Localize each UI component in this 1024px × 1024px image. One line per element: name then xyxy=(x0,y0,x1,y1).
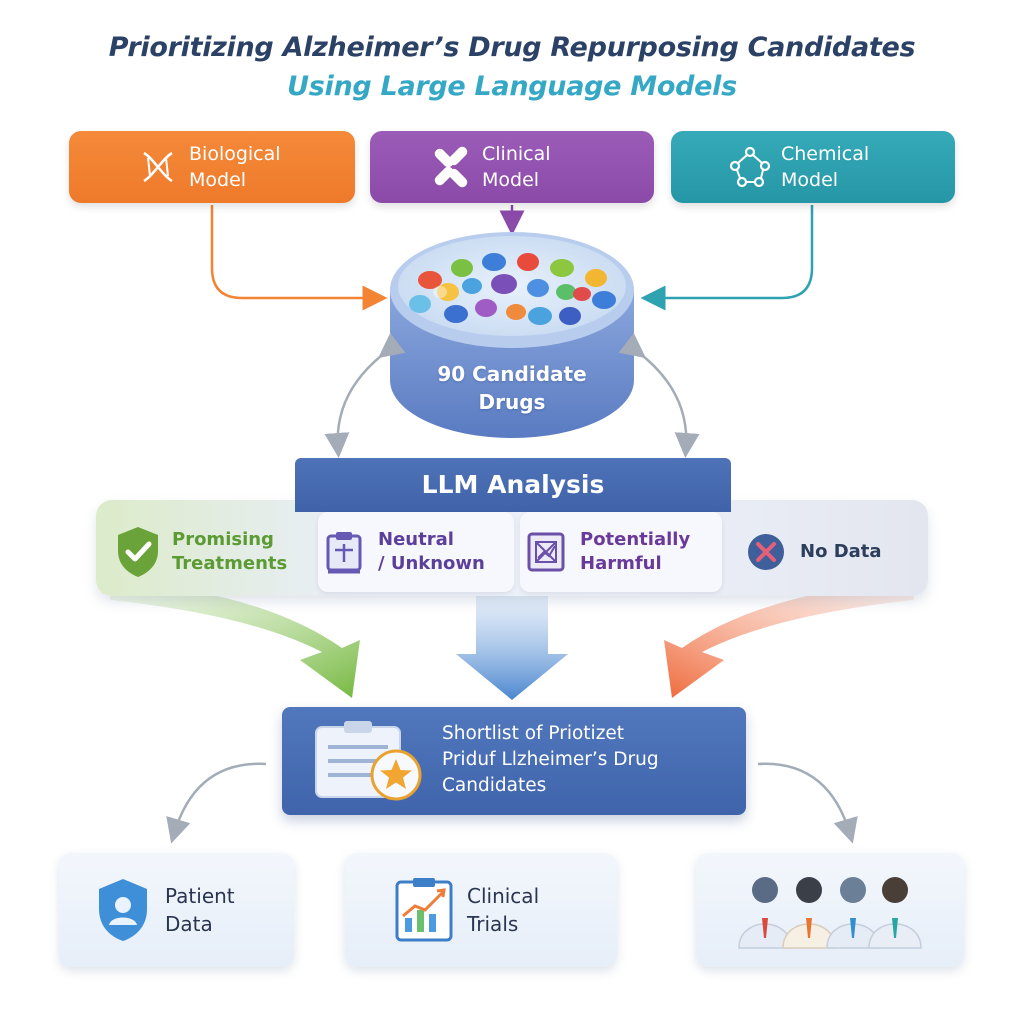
category-promising-label: Promising Treatments xyxy=(172,529,288,574)
no-data-icon xyxy=(748,534,784,570)
neutral-clipboard-icon xyxy=(326,532,362,574)
llm-analysis-header: LLM Analysis xyxy=(295,458,731,512)
flow-swoosh-harmful xyxy=(664,580,914,698)
connector-biological xyxy=(210,205,388,311)
category-promising: Promising Treatments xyxy=(112,512,322,592)
chemical-model-box: Chemical Model xyxy=(671,131,955,203)
expert-panel-icon xyxy=(738,877,922,949)
clinical-trials-label: Clinical Trials xyxy=(467,884,540,936)
flow-swoosh-neutral xyxy=(456,592,568,700)
category-no-data: No Data xyxy=(740,512,920,592)
biological-model-box: Biological Model xyxy=(69,131,355,203)
category-no-data-label: No Data xyxy=(800,541,882,562)
candidate-drugs-label: 90 Candidate Drugs xyxy=(437,362,587,414)
title-line-1: Prioritizing Alzheimer’s Drug Repurposin… xyxy=(108,32,916,63)
title-line-2: Using Large Language Models xyxy=(287,71,737,102)
clinical-model-label: Clinical Model xyxy=(482,143,551,191)
clinical-model-box: Clinical Model xyxy=(370,131,654,203)
pills-icon xyxy=(434,146,468,188)
expert-person-3 xyxy=(826,877,880,949)
category-neutral-label: Neutral / Unknown xyxy=(378,529,485,574)
patient-shield-icon xyxy=(99,879,147,941)
shortlist-label: Shortlist of Priotizet Priduf Llzheimer’… xyxy=(442,723,659,796)
category-harmful: Potentially Harmful xyxy=(520,512,722,592)
expert-person-1 xyxy=(738,877,792,949)
patient-data-card: Patient Data xyxy=(59,853,294,967)
chemical-model-label: Chemical Model xyxy=(781,143,870,191)
expert-person-2 xyxy=(782,877,836,949)
expert-person-4 xyxy=(868,877,922,949)
molecule-icon xyxy=(729,146,771,188)
clinical-trials-card: Clinical Trials xyxy=(345,853,617,967)
patient-data-label: Patient Data xyxy=(165,884,235,936)
shield-check-icon xyxy=(118,527,158,577)
dna-icon xyxy=(143,151,173,183)
connector-to-patient xyxy=(166,762,267,844)
connector-chemical xyxy=(640,205,814,311)
bidirectional-arrow-right xyxy=(618,332,700,458)
pills-cluster xyxy=(409,253,616,325)
shortlist-box xyxy=(282,707,746,815)
candidate-drugs-drum xyxy=(390,232,634,438)
expert-panel-card xyxy=(696,853,964,967)
flow-swoosh-promising xyxy=(110,580,360,698)
biological-model-label: Biological Model xyxy=(189,143,281,191)
category-harmful-label: Potentially Harmful xyxy=(580,529,691,574)
category-neutral: Neutral / Unknown xyxy=(318,512,514,592)
clipboard-star-icon xyxy=(315,721,422,801)
connector-to-experts xyxy=(757,762,858,844)
bidirectional-arrow-left xyxy=(324,332,406,458)
harmful-report-icon xyxy=(527,532,565,572)
trial-chart-icon xyxy=(395,878,453,942)
